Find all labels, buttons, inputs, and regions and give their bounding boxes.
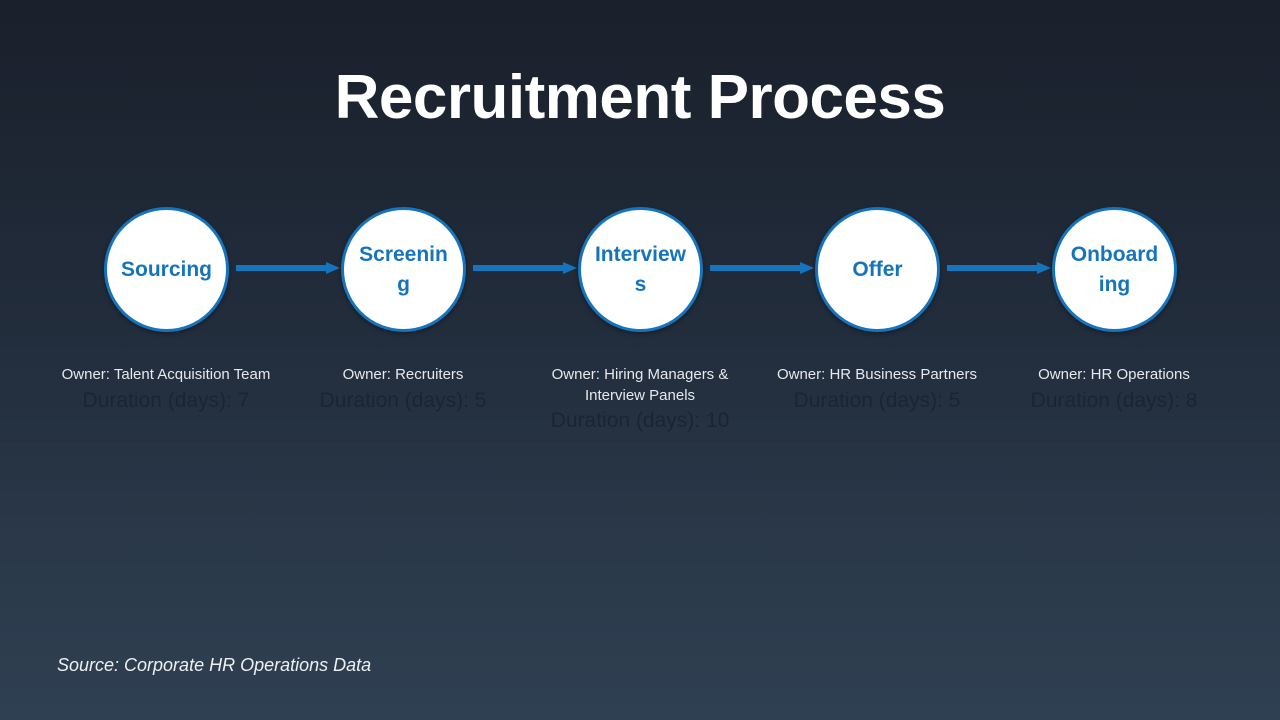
node-circle: Interviews [578,207,703,332]
process-node-interviews[interactable]: Interviews [578,190,703,332]
owner-label: Owner: HR Operations [1038,366,1190,383]
node-circle: Onboarding [1052,207,1177,332]
node-caption-interviews: Owner: Hiring Managers & Interview Panel… [533,365,747,436]
node-circle: Offer [815,207,940,332]
arrow-head [326,262,340,274]
node-caption-onboarding: Owner: HR Operations Duration (days): 8 [1007,365,1221,416]
arrow-shaft [473,265,563,271]
duration-label: Duration (days): 5 [319,388,487,412]
process-node-screening[interactable]: Screening [341,190,466,332]
node-label: Sourcing [120,257,212,281]
arrow-shaft [236,265,326,271]
arrow-right-icon-2 [473,262,577,274]
page-title: Recruitment Process [334,63,946,132]
owner-label: Owner: Recruiters [342,366,464,383]
arrow-head [800,262,814,274]
duration-label: Duration (days): 10 [550,409,730,433]
node-circle: Sourcing [104,207,229,332]
arrow-right-icon-3 [710,262,814,274]
process-node-offer[interactable]: Offer [815,190,940,332]
duration-label: Duration (days): 8 [1030,388,1198,412]
source-caption: Source: Corporate HR Operations Data [57,655,372,675]
node-caption-screening: Owner: Recruiters Duration (days): 5 [296,365,510,416]
duration-label: Duration (days): 7 [82,388,250,412]
process-node-onboarding[interactable]: Onboarding [1052,190,1177,332]
node-circle: Screening [341,207,466,332]
arrow-right-icon-4 [947,262,1051,274]
process-flow-diagram: Sourcing Screening Interviews [0,190,1280,350]
arrow-right-icon-1 [236,262,340,274]
arrow-shaft [947,265,1037,271]
node-caption-sourcing: Owner: Talent Acquisition Team Duration … [59,365,273,416]
process-node-sourcing[interactable]: Sourcing [104,190,229,332]
arrow-head [1037,262,1051,274]
arrow-shaft [710,265,800,271]
arrow-head [563,262,577,274]
node-label: Interviews [594,242,687,296]
owner-label: Owner: Hiring Managers & Interview Panel… [551,366,729,404]
duration-label: Duration (days): 5 [793,388,961,412]
node-caption-offer: Owner: HR Business Partners Duration (da… [770,365,984,416]
owner-label: Owner: Talent Acquisition Team [61,366,271,383]
node-label: Screening [359,242,448,296]
node-label: Onboarding [1070,242,1159,296]
owner-label: Owner: HR Business Partners [776,366,978,383]
node-label: Offer [852,257,903,281]
